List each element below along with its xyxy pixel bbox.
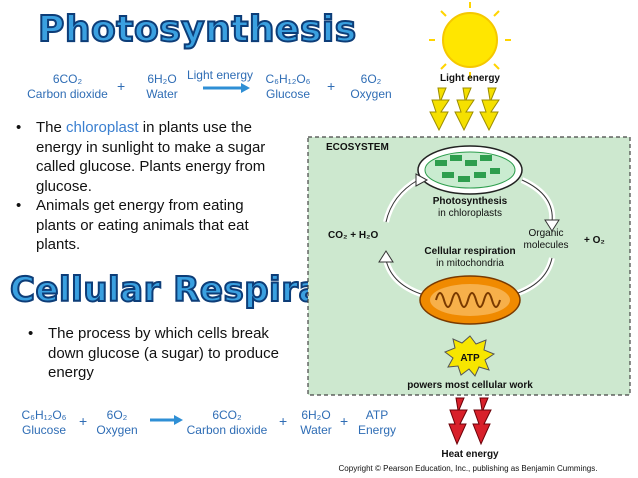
mitochondrion-icon — [419, 275, 521, 325]
resp-eq-water: 6H₂O Water — [292, 408, 340, 438]
plus-o2-label: + O₂ — [584, 235, 605, 246]
ecosystem-label: ECOSYSTEM — [326, 142, 389, 153]
text: in plants use the energy in sunlight to … — [36, 119, 266, 195]
formula: C₆H₁₂O₆ — [265, 72, 311, 86]
plus-sign: + — [117, 78, 126, 94]
photo-eq-glucose: C₆H₁₂O₆ Glucose — [256, 72, 320, 102]
resp-eq-glucose: C₆H₁₂O₆ Glucose — [14, 408, 74, 438]
plus-sign: + — [327, 78, 336, 94]
formula: 6CO₂ — [52, 72, 83, 86]
light-energy-label: Light energy — [186, 68, 254, 82]
compound-name: Oxygen — [350, 87, 392, 101]
in-chloroplasts-label: in chloroplasts — [438, 208, 502, 219]
reaction-arrow-icon — [150, 415, 183, 425]
bullet-dot: • — [16, 119, 22, 136]
compound-name: Carbon dioxide — [186, 423, 268, 437]
compound-name: Oxygen — [96, 423, 138, 437]
organic-label: Organic — [528, 228, 563, 239]
compound-name: Carbon dioxide — [27, 87, 108, 101]
photosynthesis-bullets: • The chloroplast in plants use the ener… — [14, 118, 286, 255]
formula: ATP — [365, 408, 389, 422]
bullet-item: • The process by which cells break down … — [26, 324, 296, 383]
sun-icon — [429, 2, 511, 78]
co2-h2o-label: CO₂ + H₂O — [328, 230, 379, 241]
photosynthesis-title: Photosynthesis — [37, 8, 357, 51]
photo-eq-co2: 6CO₂ Carbon dioxide — [20, 72, 115, 102]
compound-name: Glucose — [265, 87, 311, 101]
bullet-item: • Animals get energy from eating plants … — [14, 196, 286, 255]
bullet-dot: • — [16, 197, 22, 214]
respiration-bullets: • The process by which cells break down … — [26, 324, 296, 383]
in-mitochondria-label: in mitochondria — [436, 258, 504, 269]
chloroplast-term: chloroplast — [66, 119, 139, 136]
formula: C₆H₁₂O₆ — [21, 408, 67, 422]
atp-burst-icon — [443, 335, 496, 377]
powers-label: powers most cellular work — [407, 380, 533, 391]
atp-label: ATP — [460, 353, 480, 364]
energy-flow-diagram: Light energy ECOSYSTEM Photosynthesis in… — [307, 2, 631, 473]
formula: 6CO₂ — [212, 408, 242, 422]
compound-name: Energy — [357, 423, 397, 437]
text: The process by which cells break down gl… — [48, 325, 279, 381]
text: Animals get energy from eating plants or… — [36, 197, 249, 253]
resp-eq-atp: ATP Energy — [354, 408, 400, 438]
photosynthesis-diagram-label: Photosynthesis — [433, 196, 508, 207]
photo-eq-h2o: 6H₂O Water — [132, 72, 192, 102]
resp-eq-oxygen: 6O₂ Oxygen — [92, 408, 142, 438]
compound-name: Glucose — [21, 423, 67, 437]
heat-arrows-icon — [448, 397, 492, 446]
text: The — [36, 119, 67, 136]
compound-name: Water — [300, 423, 332, 437]
reaction-arrow-icon — [203, 83, 250, 93]
resp-eq-co2: 6CO₂ Carbon dioxide — [182, 408, 272, 438]
plus-sign: + — [340, 413, 349, 429]
bullet-dot: • — [28, 325, 34, 342]
formula: 6H₂O — [147, 72, 177, 86]
formula: 6H₂O — [301, 408, 331, 422]
bullet-item: • The chloroplast in plants use the ener… — [14, 118, 286, 196]
plus-sign: + — [279, 413, 288, 429]
chloroplast-icon — [417, 145, 523, 195]
copyright-text: Copyright © Pearson Education, Inc., pub… — [339, 464, 598, 473]
plus-sign: + — [79, 413, 88, 429]
cellular-respiration-diagram-label: Cellular respiration — [424, 246, 515, 257]
light-arrows-icon — [429, 87, 500, 132]
compound-name: Water — [146, 87, 178, 101]
formula: 6O₂ — [106, 408, 128, 422]
light-energy-diagram-label: Light energy — [440, 73, 500, 84]
photo-eq-oxygen: 6O₂ Oxygen — [343, 72, 399, 102]
molecules-label: molecules — [523, 240, 568, 251]
heat-energy-label: Heat energy — [441, 449, 499, 460]
formula: 6O₂ — [360, 72, 382, 86]
